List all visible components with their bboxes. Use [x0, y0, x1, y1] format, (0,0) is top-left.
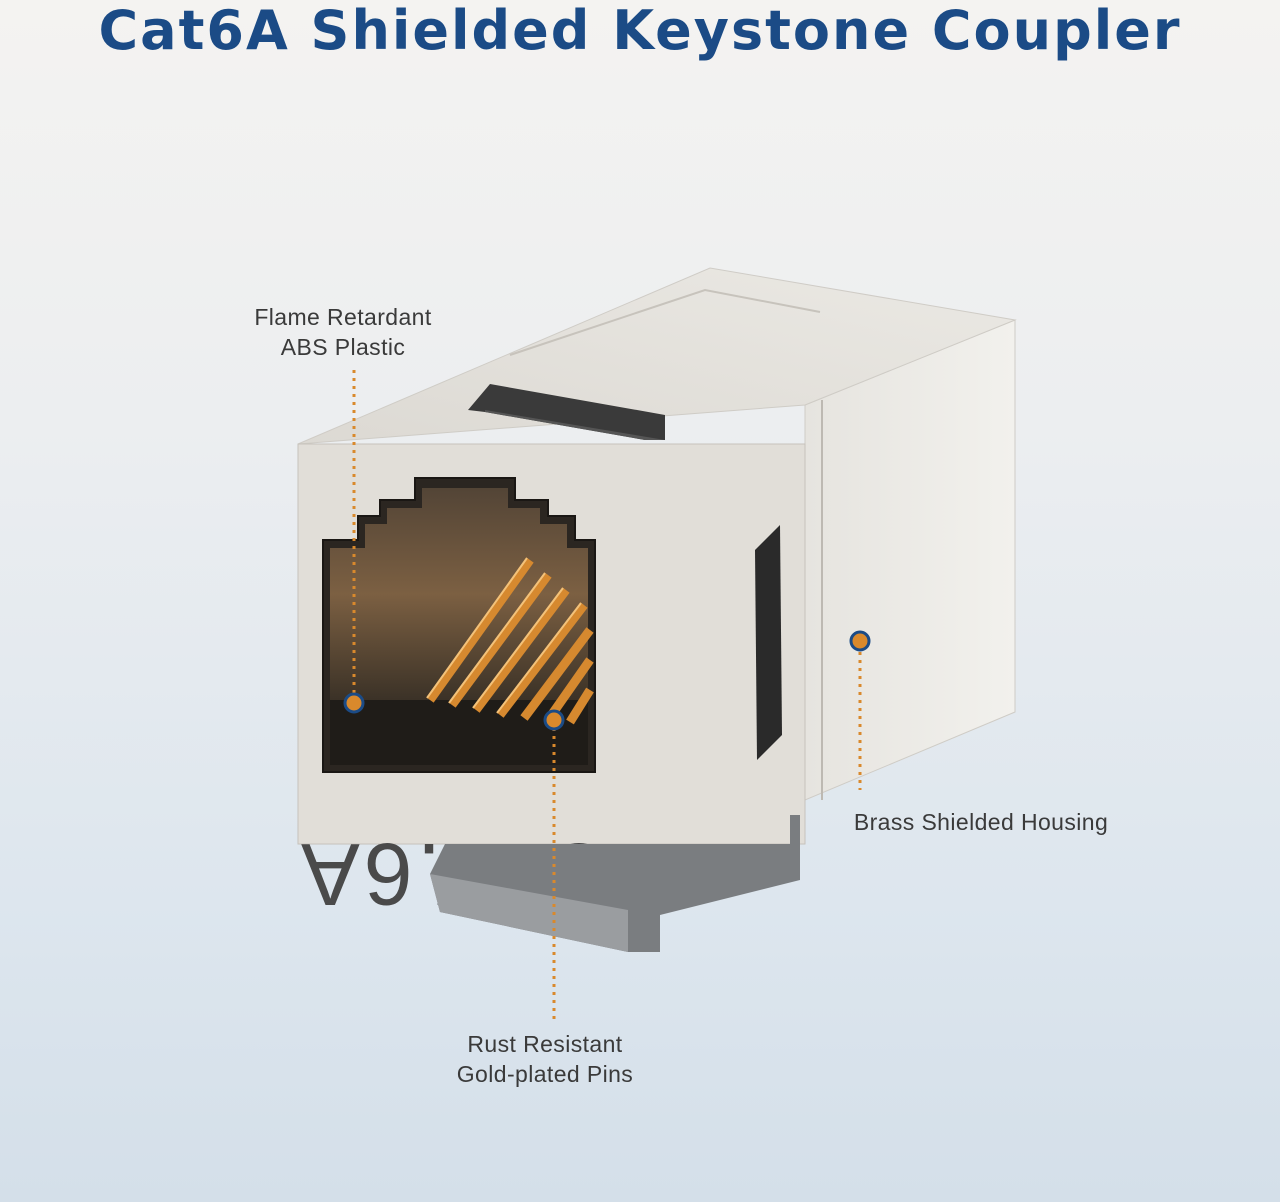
callout-brass-housing: Brass Shielded Housing — [853, 809, 1109, 835]
callout-flame-retardant: Flame Retardant ABS Plastic — [254, 304, 432, 360]
flame-callout-dot — [343, 692, 365, 714]
housing-callout-dot — [849, 630, 871, 652]
pins-callout-dot — [543, 709, 565, 731]
callout-gold-pins: Rust Resistant Gold-plated Pins — [456, 1031, 634, 1087]
gold-pins — [426, 557, 594, 725]
top-latch — [468, 384, 665, 440]
page-title: Cat6A Shielded Keystone Coupler — [98, 0, 1182, 62]
side-slot — [755, 525, 782, 760]
